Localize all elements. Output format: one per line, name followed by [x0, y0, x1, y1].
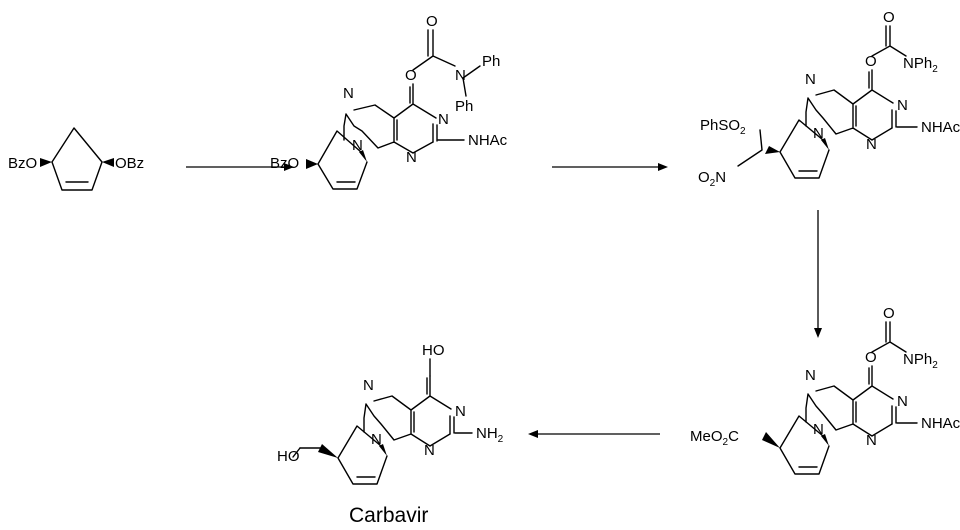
imidazole-n7: N: [343, 85, 354, 102]
bzo-label: BzO: [8, 155, 37, 172]
stereo-wedge: [318, 444, 338, 458]
imidazole-n7: N: [363, 377, 374, 394]
carbonyl-o: O: [883, 9, 895, 26]
imidazole-n7: N: [805, 367, 816, 384]
nhac-label: NHAc: [468, 132, 508, 149]
stereo-wedge: [821, 138, 829, 150]
nh2-label: NH2: [476, 425, 504, 445]
reaction-arrow-3: [814, 210, 822, 338]
phso2-label: PhSO2: [700, 117, 746, 137]
nph2-label: NPh2: [903, 351, 938, 371]
pyrimidine-n3: N: [866, 136, 877, 153]
reaction-arrow-1: [186, 163, 294, 171]
compound-5-carbavir: HO N N N N NH2 HO: [277, 342, 504, 485]
nph2-label: NPh2: [903, 55, 938, 75]
obz-label: OBz: [115, 155, 144, 172]
phenyl-2: Ph: [455, 98, 473, 115]
pyrimidine-n1: N: [897, 97, 908, 114]
compound-2-carbamate-purine: O O N Ph Ph N N N N NHAc BzO: [270, 13, 508, 190]
bzo-label: BzO: [270, 155, 299, 172]
ester-o: O: [865, 53, 877, 70]
imidazole-n9: N: [813, 421, 824, 438]
pyrimidine-n1: N: [455, 403, 466, 420]
reaction-arrow-2: [552, 163, 668, 171]
nhac-label: NHAc: [921, 119, 960, 136]
ester-o: O: [405, 67, 417, 84]
phenyl-1: Ph: [482, 53, 500, 70]
stereo-wedge: [765, 146, 780, 154]
pyrimidine-n1: N: [897, 393, 908, 410]
stereo-wedge: [306, 159, 318, 169]
stereo-wedge: [821, 434, 829, 446]
carbonyl-o: O: [883, 305, 895, 322]
ester-o: O: [865, 349, 877, 366]
compound-3-nitro-sulfone: O O NPh2 N N N N NHAc PhSO2 O2N: [698, 9, 960, 189]
stereo-wedge: [40, 158, 52, 167]
imidazole-n7: N: [805, 71, 816, 88]
imidazole-n9: N: [352, 137, 363, 154]
pyrimidine-n3: N: [866, 432, 877, 449]
stereo-wedge: [102, 158, 114, 167]
product-name: Carbavir: [349, 504, 428, 527]
imidazole-n9: N: [813, 125, 824, 142]
stereo-wedge: [762, 432, 780, 448]
pyrimidine-n1: N: [438, 111, 449, 128]
pyrimidine-n3: N: [406, 149, 417, 166]
stereo-wedge: [359, 150, 367, 162]
stereo-wedge: [379, 444, 387, 456]
carbonyl-o: O: [426, 13, 438, 30]
compound-1-dibenzoate: BzO OBz: [8, 127, 144, 191]
hydroxyl-label: HO: [277, 448, 300, 465]
hydroxyl-label: HO: [422, 342, 445, 359]
imidazole-n9: N: [371, 431, 382, 448]
nhac-label: NHAc: [921, 415, 960, 432]
reaction-arrow-4: [528, 430, 660, 438]
compound-4-methyl-ester: O O NPh2 N N N N NHAc MeO2C: [690, 305, 960, 475]
pyrimidine-n3: N: [424, 442, 435, 459]
carbamate-n: N: [455, 67, 466, 84]
meo2c-label: MeO2C: [690, 428, 739, 448]
o2n-label: O2N: [698, 169, 726, 189]
